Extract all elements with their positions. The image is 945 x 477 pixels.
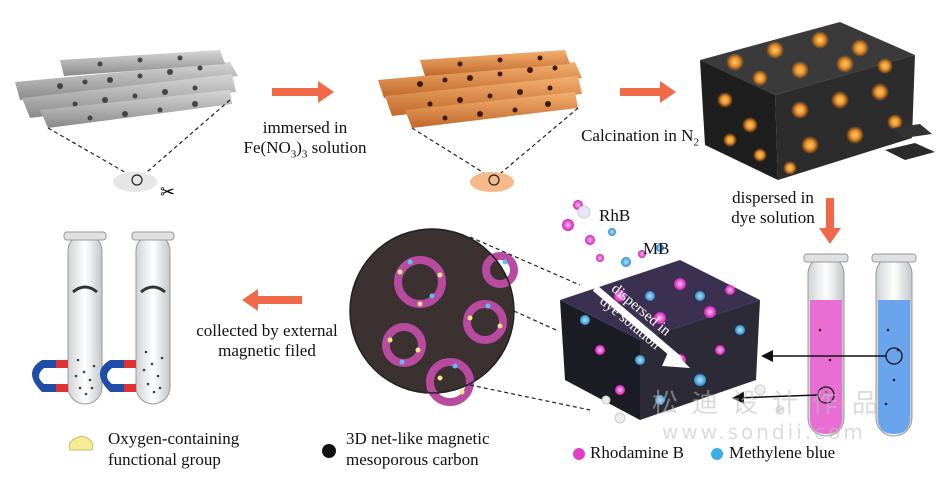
carbon-legend-dot (322, 444, 336, 458)
legend-methylene: Methylene blue (729, 443, 836, 462)
dye-loaded-cube (560, 260, 760, 420)
raw-biomass-piece (113, 172, 157, 192)
dye-solution-tubes (803, 253, 917, 437)
watermark-url: www.sondii.com (662, 420, 866, 444)
mb-label: MB (643, 239, 670, 258)
fe-loaded-fibers (378, 50, 582, 128)
methylene-legend-dot (711, 448, 723, 460)
collected-tubes (32, 231, 175, 405)
legend-carbon: 3D net-like magnetic mesoporous carbon (346, 429, 490, 469)
legend-rhodamine: Rhodamine B (590, 443, 684, 462)
oxygen-group-icon (68, 435, 94, 451)
watermark-cn: 松迪设计作品 (652, 389, 893, 419)
floating-dye-molecules (562, 200, 785, 424)
raw-fibers (15, 50, 238, 128)
step-collected-label: collected by external magnetic filed (196, 321, 338, 360)
magnetic-carbon-cube (700, 22, 935, 180)
rhb-label: RhB (599, 206, 631, 225)
step-calcination-label: Calcination in N2 (581, 126, 699, 149)
legend-oxygen: Oxygen-containing functional group (108, 429, 240, 469)
step-immersed-label: immersed in Fe(NO3)3 solution (243, 118, 367, 161)
process-arrows (242, 81, 841, 311)
step-dispersed-label: dispersed in dye solution (731, 188, 815, 227)
rhodamine-legend-dot (573, 448, 585, 460)
magnified-pore-view (349, 228, 518, 406)
fe-loaded-piece (470, 172, 514, 192)
scissors-icon: ✂ (160, 182, 175, 203)
